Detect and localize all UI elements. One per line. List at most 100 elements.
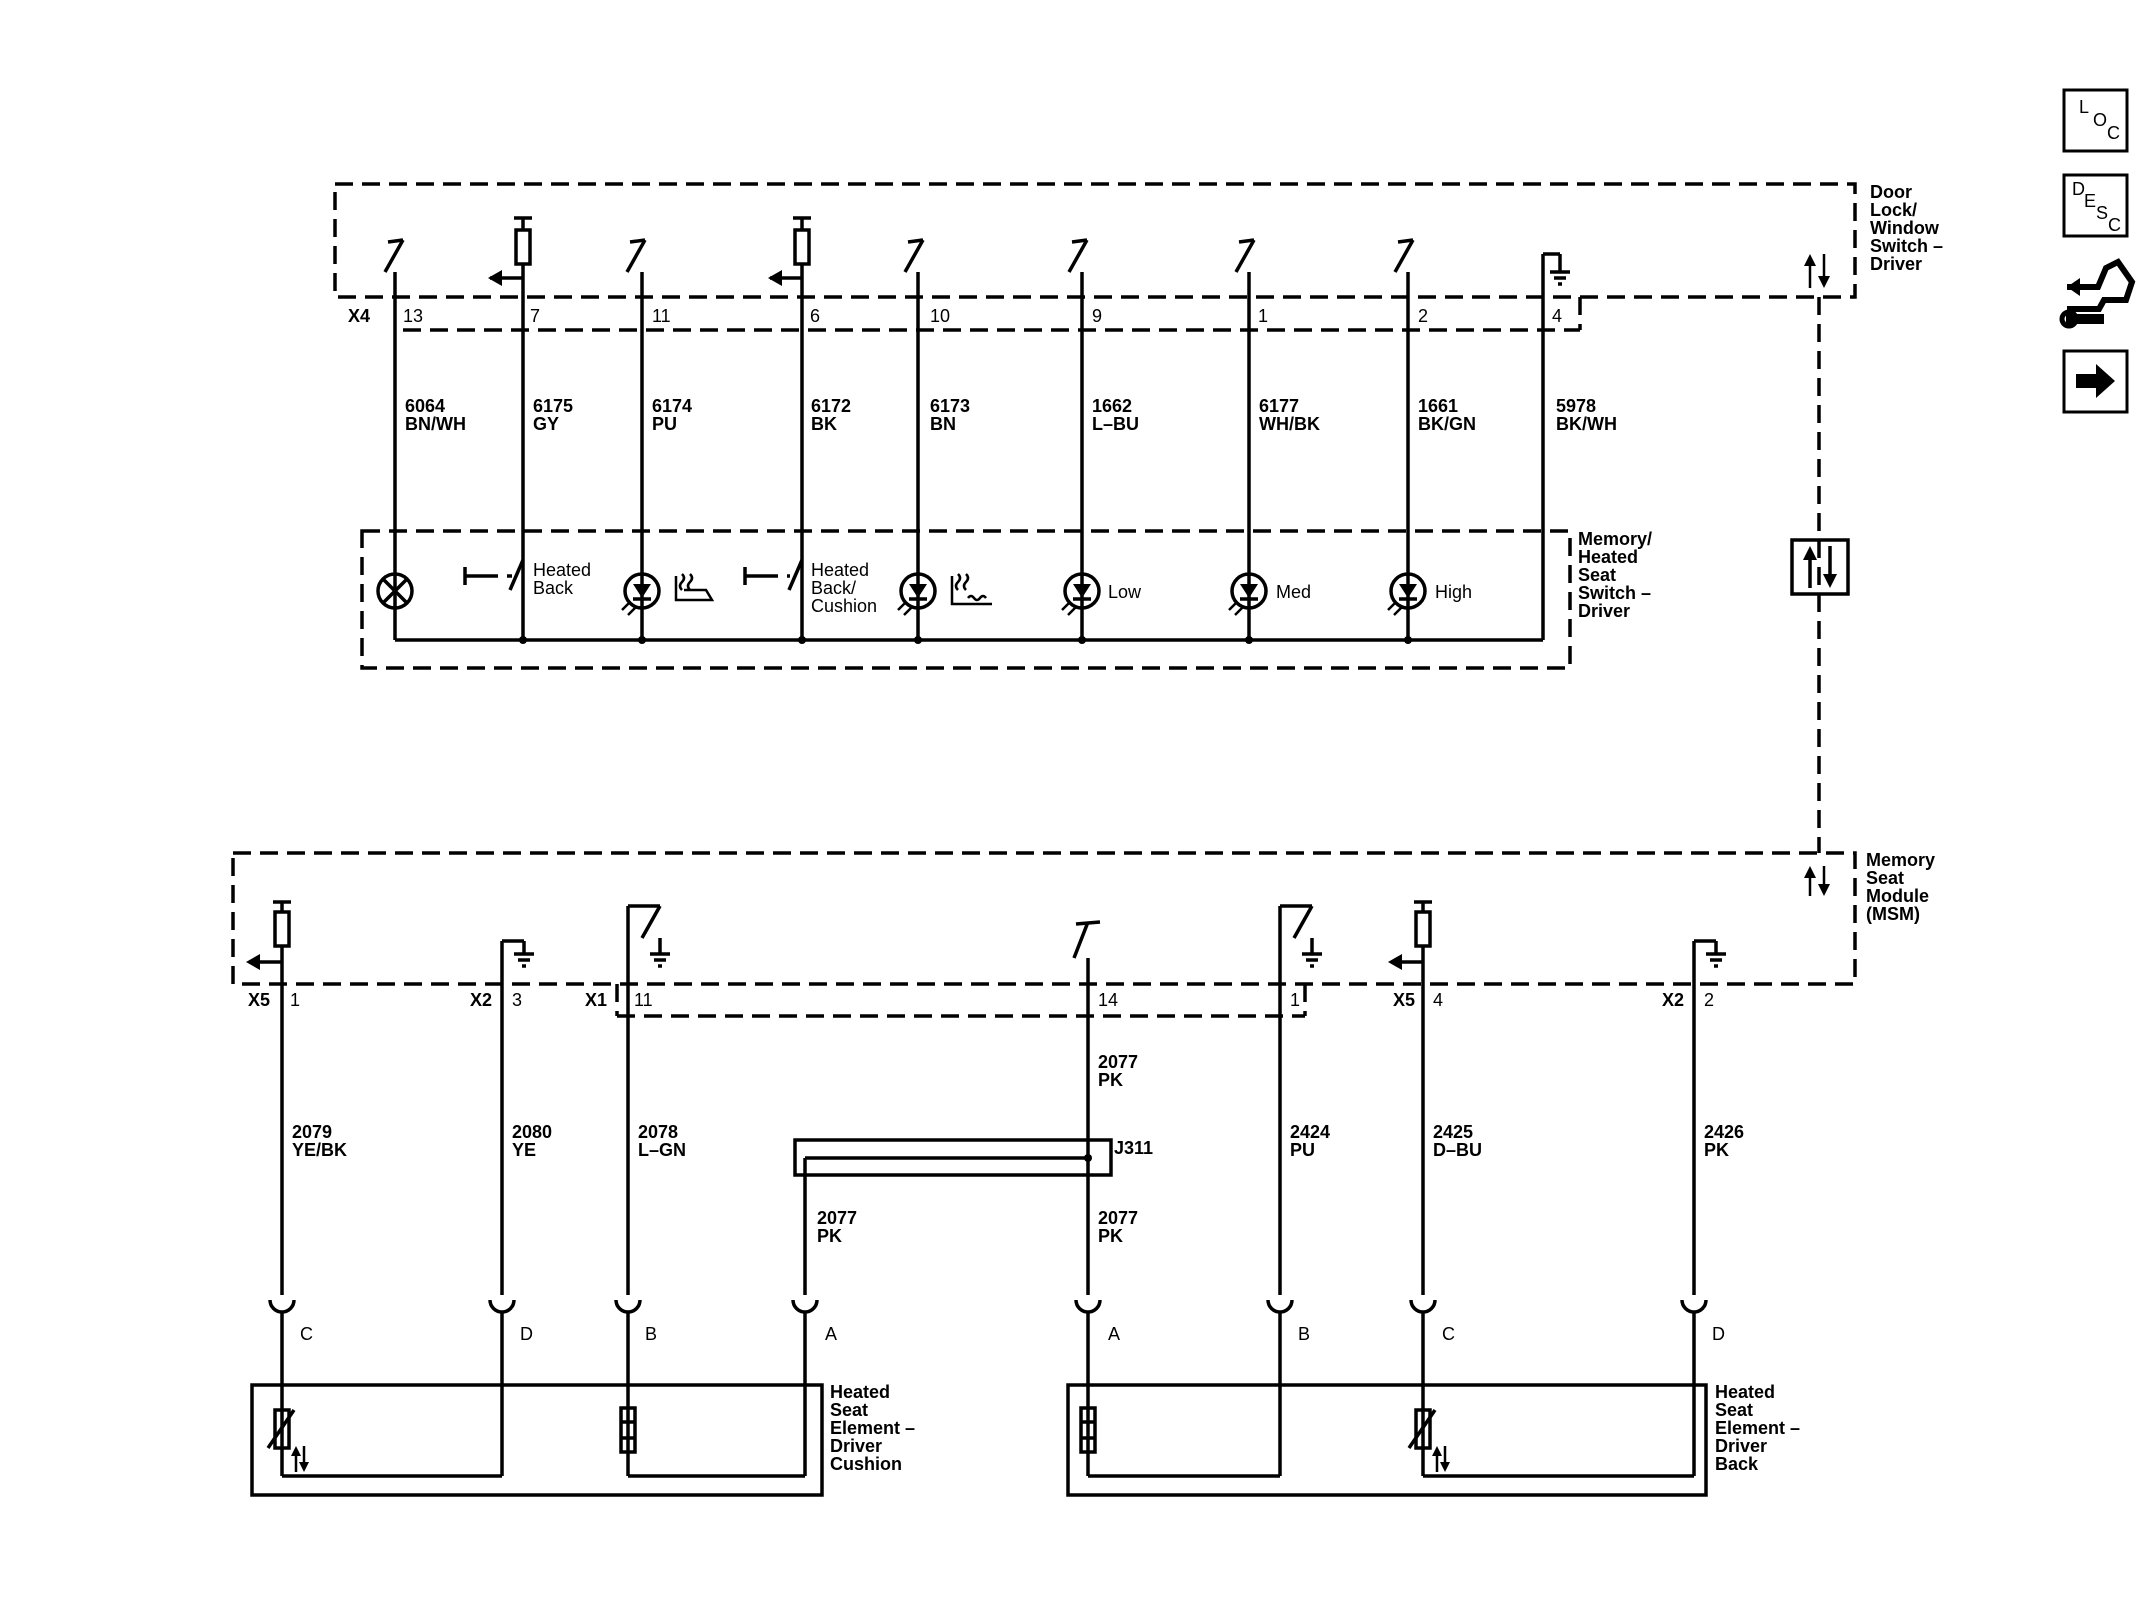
svg-text:C: C	[1442, 1324, 1455, 1344]
serial-data-link	[1790, 297, 1850, 853]
svg-text:1661: 1661	[1418, 396, 1458, 416]
svg-text:2: 2	[1418, 306, 1428, 326]
svg-text:C: C	[2108, 215, 2121, 235]
msm-wires	[280, 941, 1696, 1295]
svg-text:D: D	[2072, 179, 2085, 199]
switch-components	[376, 559, 1427, 644]
svg-text:13: 13	[403, 306, 423, 326]
element-pin-labels: C D B A A B C D	[300, 1324, 1725, 1344]
svg-text:C: C	[2107, 123, 2120, 143]
svg-text:1662: 1662	[1092, 396, 1132, 416]
svg-text:4: 4	[1433, 990, 1443, 1010]
svg-text:1: 1	[1290, 990, 1300, 1010]
svg-text:BK: BK	[811, 414, 837, 434]
svg-text:1: 1	[1258, 306, 1268, 326]
svg-text:A: A	[825, 1324, 837, 1344]
svg-text:9: 9	[1092, 306, 1102, 326]
svg-text:2077: 2077	[1098, 1208, 1138, 1228]
svg-text:S: S	[2096, 203, 2108, 223]
splice-label: J311	[1114, 1138, 1153, 1158]
svg-text:D: D	[1712, 1324, 1725, 1344]
memory-seat-module-box	[231, 851, 1857, 986]
switch-label-high: High	[1435, 582, 1472, 602]
heated-seat-element-back	[1066, 1383, 1708, 1497]
svg-text:B: B	[1298, 1324, 1310, 1344]
switch-label-low: Low	[1108, 582, 1142, 602]
svg-text:YE: YE	[512, 1140, 536, 1160]
svg-text:2425: 2425	[1433, 1122, 1473, 1142]
top-pin-labels: 13 7 11 6 10 9 1 2 4	[403, 306, 1562, 326]
svg-text:2424: 2424	[1290, 1122, 1330, 1142]
top-connector-label: X4	[348, 306, 370, 326]
svg-text:X2: X2	[470, 990, 492, 1010]
svg-text:D–BU: D–BU	[1433, 1140, 1482, 1160]
svg-text:D: D	[520, 1324, 533, 1344]
svg-text:X5: X5	[1393, 990, 1415, 1010]
svg-text:PK: PK	[1704, 1140, 1729, 1160]
svg-text:6174: 6174	[652, 396, 692, 416]
svg-text:PK: PK	[817, 1226, 842, 1246]
svg-text:7: 7	[530, 306, 540, 326]
memory-heated-seat-switch-box	[360, 529, 1572, 670]
svg-text:BK/GN: BK/GN	[1418, 414, 1476, 434]
svg-text:5978: 5978	[1556, 396, 1596, 416]
svg-text:4: 4	[1552, 306, 1562, 326]
seat-back-heat-icon	[674, 573, 715, 602]
svg-text:X1: X1	[585, 990, 607, 1010]
top-wires	[393, 254, 1545, 642]
svg-text:6177: 6177	[1259, 396, 1299, 416]
svg-text:2078: 2078	[638, 1122, 678, 1142]
svg-text:B: B	[645, 1324, 657, 1344]
svg-text:L: L	[2079, 97, 2089, 117]
svg-text:WH/BK: WH/BK	[1259, 414, 1320, 434]
msm-serial-data-arrows	[1804, 866, 1830, 896]
svg-text:BN/WH: BN/WH	[405, 414, 466, 434]
svg-text:2077: 2077	[1098, 1052, 1138, 1072]
next-page-arrow-button[interactable]	[2062, 349, 2129, 414]
seat-cushion-back-heat-icon	[950, 573, 992, 606]
svg-text:6: 6	[810, 306, 820, 326]
svg-text:PK: PK	[1098, 1070, 1123, 1090]
location-view-button[interactable]: L O C	[2062, 88, 2129, 153]
door-lock-window-switch-module	[333, 182, 1857, 332]
svg-text:E: E	[2084, 191, 2096, 211]
svg-text:6175: 6175	[533, 396, 573, 416]
svg-text:11: 11	[652, 306, 671, 326]
svg-text:PU: PU	[652, 414, 677, 434]
svg-text:3: 3	[512, 990, 522, 1010]
svg-text:X5: X5	[248, 990, 270, 1010]
svg-text:PU: PU	[1290, 1140, 1315, 1160]
svg-text:6172: 6172	[811, 396, 851, 416]
svg-text:L–BU: L–BU	[1092, 414, 1139, 434]
svg-text:6173: 6173	[930, 396, 970, 416]
svg-text:2426: 2426	[1704, 1122, 1744, 1142]
heated-seat-element-cushion	[250, 1383, 824, 1497]
msm-internal-components	[246, 900, 1726, 984]
svg-text:GY: GY	[533, 414, 559, 434]
svg-text:6064: 6064	[405, 396, 445, 416]
svg-text:11: 11	[634, 990, 653, 1010]
svg-text:YE/BK: YE/BK	[292, 1140, 347, 1160]
svg-text:2077: 2077	[817, 1208, 857, 1228]
svg-text:2079: 2079	[292, 1122, 332, 1142]
svg-text:2: 2	[1704, 990, 1714, 1010]
svg-text:10: 10	[930, 306, 950, 326]
connector-service-icon[interactable]	[2059, 258, 2136, 329]
element-terminals	[268, 1299, 1708, 1476]
svg-text:PK: PK	[1098, 1226, 1123, 1246]
switch-label-med: Med	[1276, 582, 1311, 602]
svg-text:C: C	[300, 1324, 313, 1344]
svg-text:A: A	[1108, 1324, 1120, 1344]
description-view-button[interactable]: D E S C	[2062, 173, 2129, 238]
svg-text:2080: 2080	[512, 1122, 552, 1142]
